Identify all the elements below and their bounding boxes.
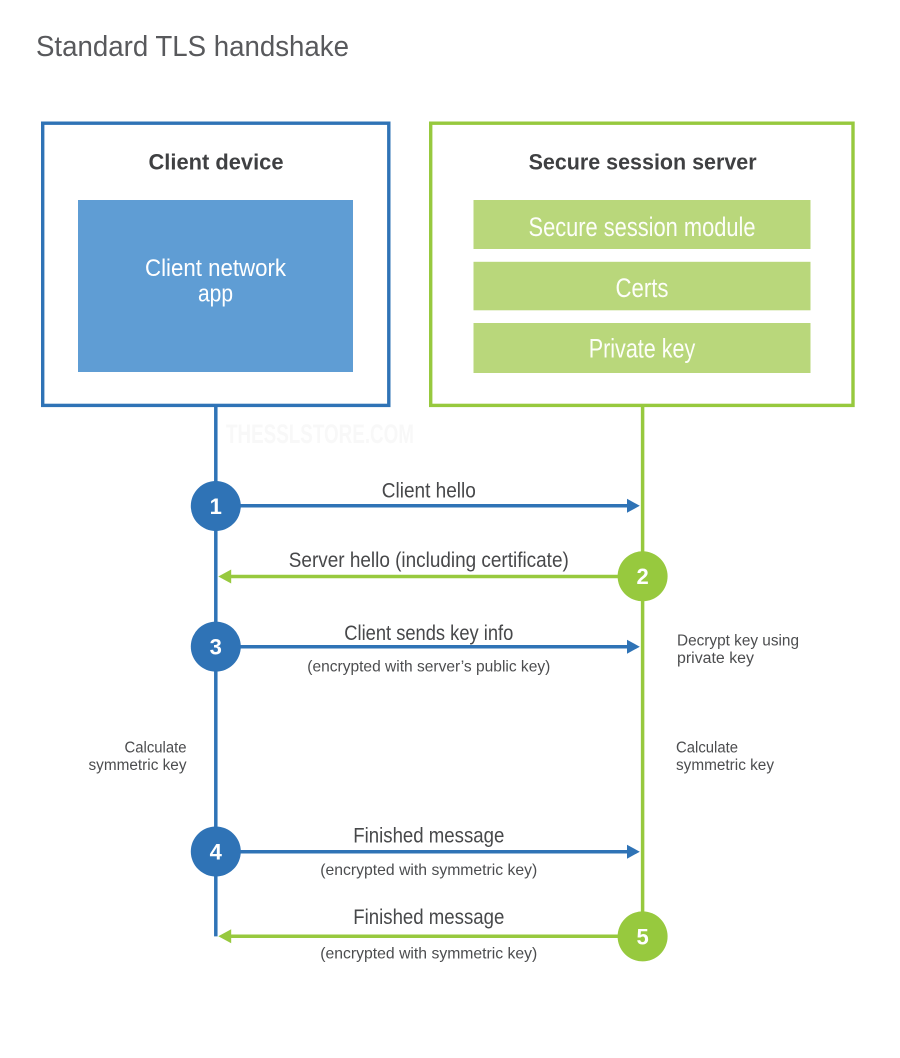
svg-text:Standard TLS handshake: Standard TLS handshake [36, 31, 349, 63]
svg-text:private key: private key [677, 650, 754, 667]
svg-text:symmetric key: symmetric key [676, 757, 774, 774]
svg-text:Private key: Private key [589, 334, 696, 364]
svg-text:THESSLSTORE.COM: THESSLSTORE.COM [226, 419, 414, 449]
svg-text:(encrypted with symmetric key): (encrypted with symmetric key) [320, 946, 537, 963]
svg-text:Secure session module: Secure session module [529, 212, 756, 242]
svg-text:app: app [198, 281, 233, 308]
svg-text:Decrypt key using: Decrypt key using [677, 633, 799, 650]
svg-text:Client hello: Client hello [382, 478, 476, 502]
svg-text:4: 4 [210, 839, 223, 864]
svg-text:Calculate: Calculate [125, 740, 187, 757]
svg-text:5: 5 [636, 924, 648, 949]
svg-text:Client sends key info: Client sends key info [344, 621, 513, 645]
svg-text:2: 2 [636, 564, 648, 589]
svg-text:Client network: Client network [145, 255, 287, 282]
svg-text:3: 3 [210, 635, 222, 660]
svg-text:Secure session server: Secure session server [529, 150, 757, 175]
svg-text:1: 1 [210, 494, 222, 519]
svg-text:Calculate: Calculate [676, 740, 738, 757]
svg-text:Finished message: Finished message [353, 824, 504, 848]
svg-text:Client device: Client device [149, 150, 284, 175]
svg-text:(encrypted with server’s publi: (encrypted with server’s public key) [307, 659, 550, 676]
svg-text:Server hello (including certif: Server hello (including certificate) [289, 548, 569, 572]
svg-text:Finished message: Finished message [353, 905, 504, 929]
svg-text:Certs: Certs [616, 273, 669, 303]
svg-text:(encrypted with symmetric key): (encrypted with symmetric key) [320, 862, 537, 879]
svg-text:symmetric key: symmetric key [89, 757, 187, 774]
